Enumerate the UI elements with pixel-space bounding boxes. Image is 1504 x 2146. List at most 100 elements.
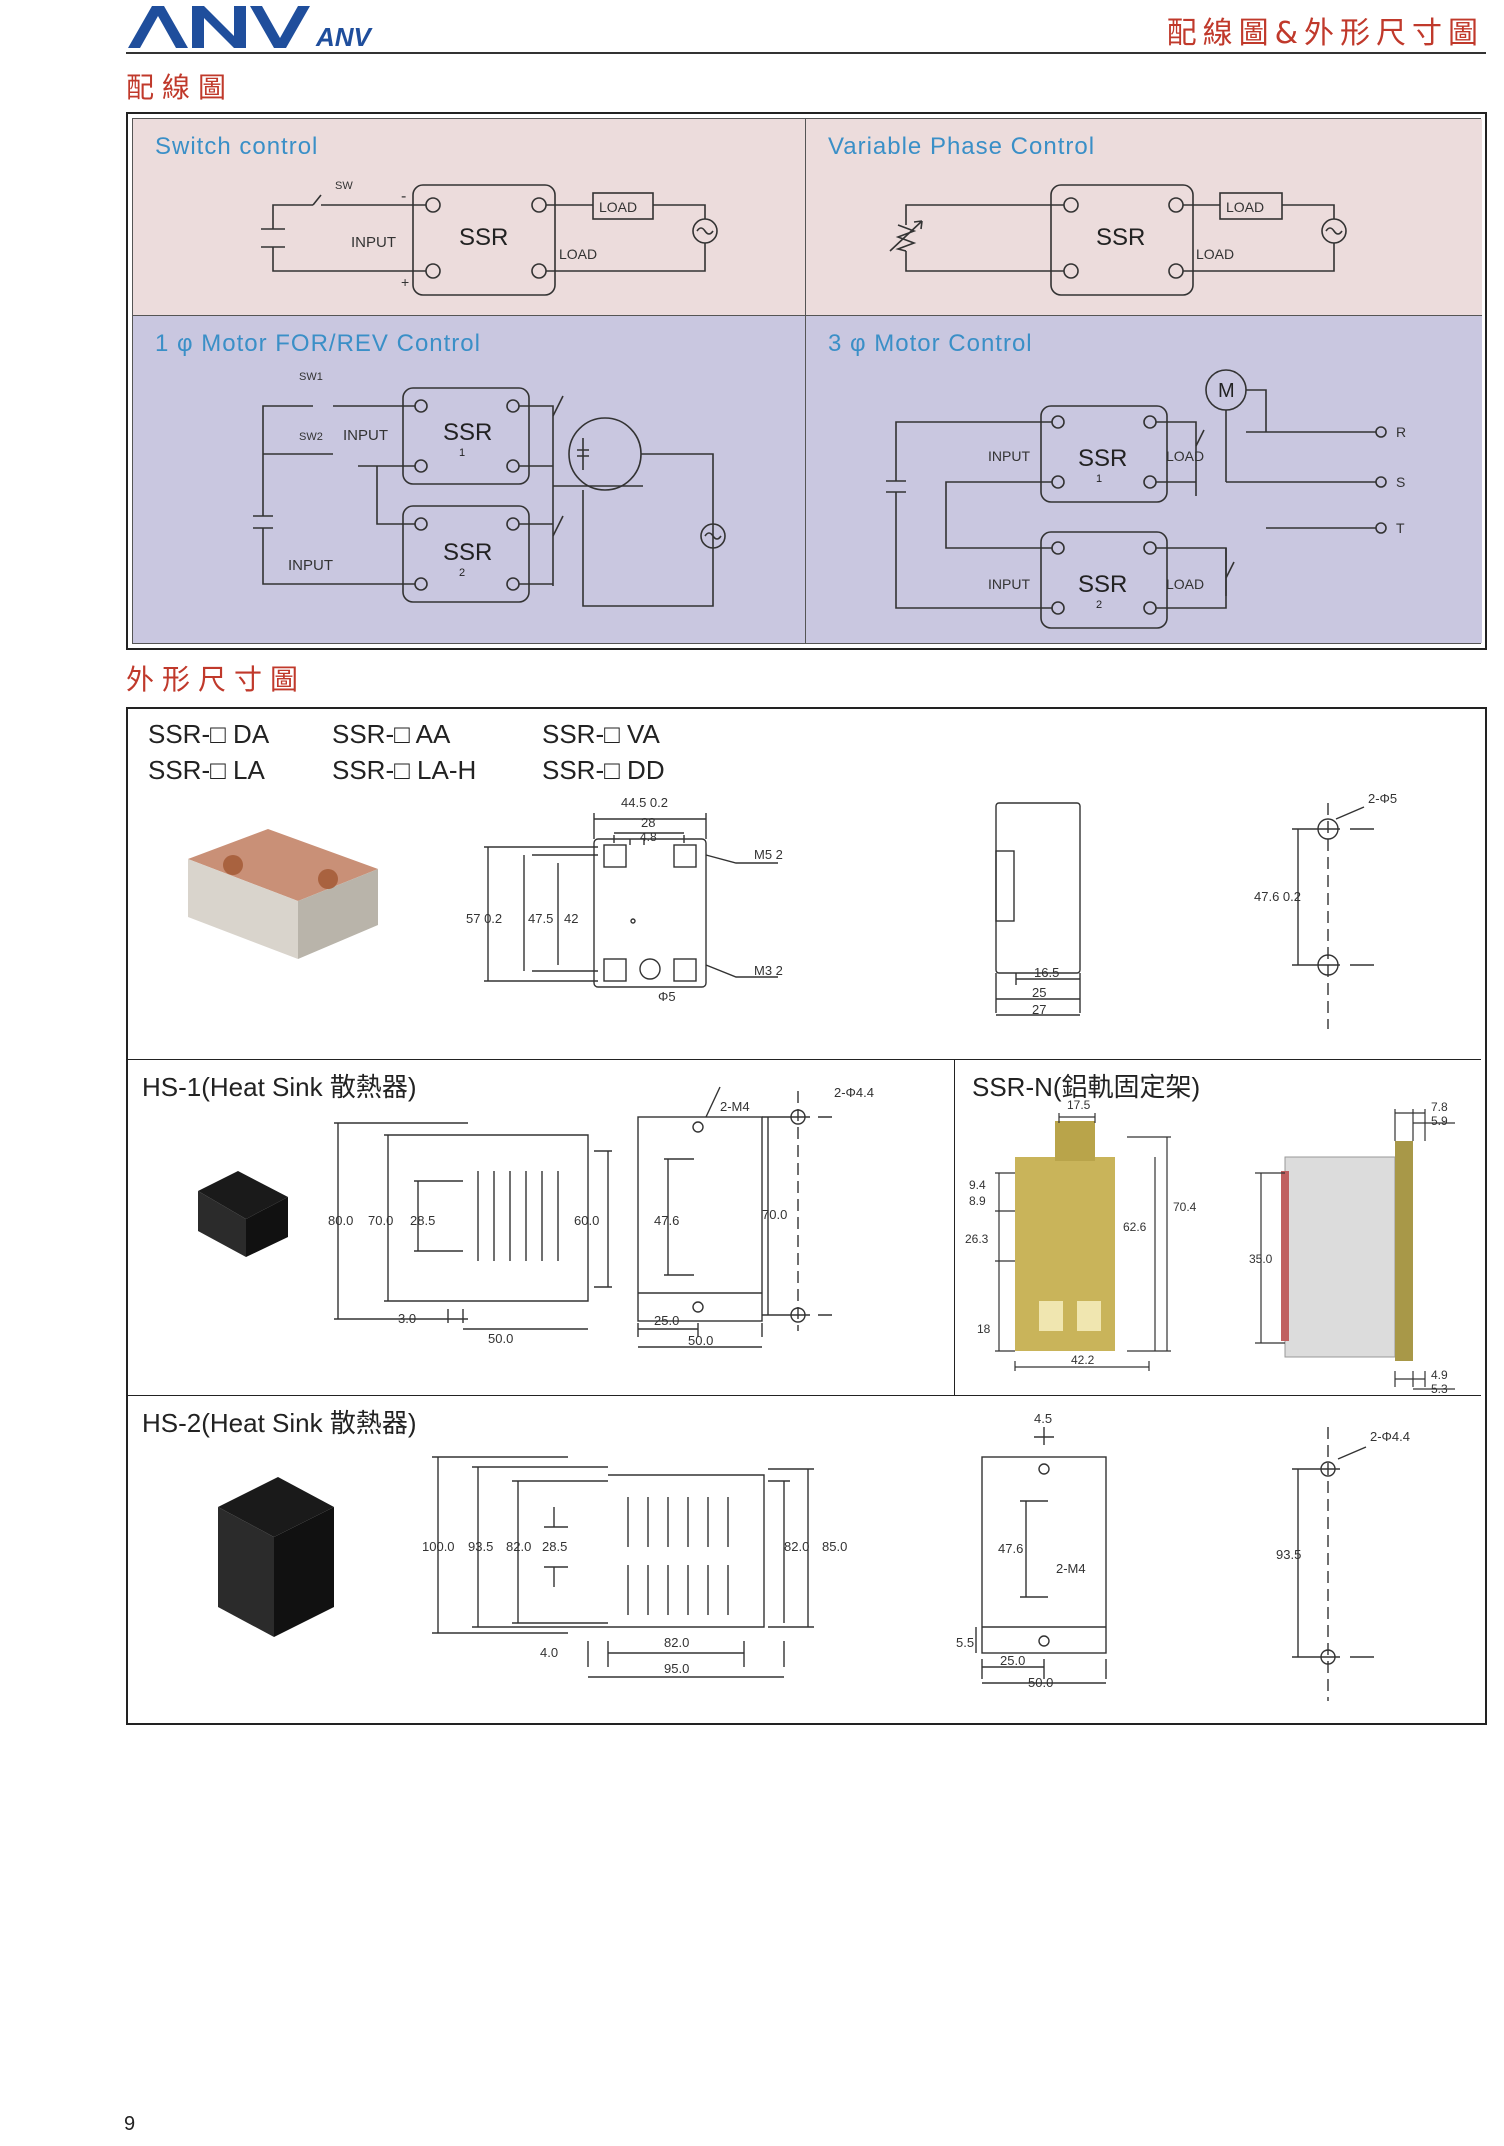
motor-label: M <box>1218 380 1235 402</box>
hs2-dim-82b: 82.0 <box>784 1539 809 1554</box>
divider-hs1-hs2 <box>128 1395 1481 1396</box>
ssrn-dim-263: 26.3 <box>965 1232 989 1246</box>
hs2-dim-45: 4.5 <box>1034 1411 1052 1426</box>
ssr1-number: 1 <box>459 447 465 459</box>
ssrn-title: SSR-N(鋁軌固定架) <box>972 1072 1201 1102</box>
divider-hs1-ssrn <box>954 1059 955 1395</box>
load-label-3p1: LOAD <box>1166 448 1204 464</box>
dim-h-475: 47.5 <box>528 911 553 926</box>
hs1-drawings: 80.0 70.0 28.5 60.0 3.0 50.0 47.6 2-M4 2… <box>198 1085 874 1348</box>
hs1-dim-3: 3.0 <box>398 1311 416 1326</box>
input-label-3p2: INPUT <box>988 576 1030 592</box>
wiring-diagrams-frame: Switch control SW INPUT - + <box>126 112 1487 650</box>
ssr-dimension-drawings: 44.5 0.2 28 4.8 57 0.2 47.5 42 M5 2 M3 2… <box>188 791 1397 1029</box>
hs1-dim-476: 47.6 <box>654 1213 679 1228</box>
phase-s-label: S <box>1396 474 1405 490</box>
sw-label: SW <box>335 180 353 192</box>
ssr-label: SSR <box>459 224 508 251</box>
dim-hole-label: 2-Φ5 <box>1368 791 1397 806</box>
model-ssr-la: SSR-□ LA <box>148 755 265 785</box>
ssrn-dim-18: 18 <box>977 1322 991 1336</box>
motor-forrev-panel: 1 φ Motor FOR/REV Control <box>133 316 806 643</box>
dim-h-57: 57 0.2 <box>466 911 502 926</box>
plus-label: + <box>401 274 409 290</box>
phase-r-label: R <box>1396 424 1406 440</box>
sw2-label: SW2 <box>299 431 323 443</box>
variable-phase-diagram: SSR LOAD LOAD <box>889 184 1347 296</box>
hs1-title: HS-1(Heat Sink 散熱器) <box>142 1072 417 1102</box>
load-label-3p2: LOAD <box>1166 576 1204 592</box>
divider-ssr-hs1 <box>128 1059 1481 1060</box>
hs2-dim-50: 50.0 <box>1028 1675 1053 1690</box>
hs2-dim-55: 5.5 <box>956 1635 974 1650</box>
ssrn-dim-49: 4.9 <box>1431 1368 1448 1382</box>
ssrn-dim-94: 9.4 <box>969 1178 986 1192</box>
ssrn-dim-59: 5.9 <box>1431 1114 1448 1128</box>
ssrn-dim-89: 8.9 <box>969 1194 986 1208</box>
hs2-dim-100: 100.0 <box>422 1539 455 1554</box>
model-ssr-da: SSR-□ DA <box>148 719 270 749</box>
hs2-dim-4: 4.0 <box>540 1645 558 1660</box>
ssrn-dim-704: 70.4 <box>1173 1200 1197 1214</box>
hs2-dim-82: 82.0 <box>506 1539 531 1554</box>
sw1-label: SW1 <box>299 371 323 383</box>
ssr1-label: SSR <box>443 419 492 446</box>
ssrn-side-photo <box>1281 1141 1413 1361</box>
ssr-label-vp: SSR <box>1096 224 1145 251</box>
ssrn-dim-422: 42.2 <box>1071 1353 1095 1367</box>
dim-m5: M5 2 <box>754 847 783 862</box>
ssr-3p2: SSR <box>1078 571 1127 598</box>
load-label-2: LOAD <box>559 246 597 262</box>
header-divider <box>126 52 1486 54</box>
hs1-dim-70b: 70.0 <box>762 1207 787 1222</box>
ssr2-label: SSR <box>443 539 492 566</box>
input-label-3p1: INPUT <box>988 448 1030 464</box>
phase-t-label: T <box>1396 520 1405 536</box>
ssrn-dim-35: 35.0 <box>1249 1252 1273 1266</box>
variable-phase-panel: Variable Phase Control SSR LOAD LOAD <box>806 119 1482 316</box>
hs1-dim-50b: 50.0 <box>688 1333 713 1348</box>
hs2-dim-285: 28.5 <box>542 1539 567 1554</box>
outline-dimensions-frame: SSR-□ DA SSR-□ AA SSR-□ VA SSR-□ LA SSR-… <box>126 707 1487 1725</box>
switch-control-title: Switch control <box>155 133 319 160</box>
hs1-dim-80: 80.0 <box>328 1213 353 1228</box>
motor-forrev-title: 1 φ Motor FOR/REV Control <box>155 330 481 357</box>
dim-side-165: 16.5 <box>1034 965 1059 980</box>
load-label: LOAD <box>599 199 637 215</box>
model-ssr-la-h: SSR-□ LA-H <box>332 755 477 785</box>
ssrn-dim-626: 62.6 <box>1123 1220 1147 1234</box>
dim-w-28: 28 <box>641 815 655 830</box>
input-label: INPUT <box>351 234 396 251</box>
motor-3phase-diagram: M R S T INPUT INPUT LOAD LOAD SSR 1 SSR … <box>886 369 1406 629</box>
switch-control-panel: Switch control SW INPUT - + <box>133 119 806 316</box>
motor-3phase-title: 3 φ Motor Control <box>828 330 1033 357</box>
minus-label: - <box>401 188 406 205</box>
input-label-m1: INPUT <box>343 427 388 444</box>
ssrn-bracket-photo <box>1015 1121 1115 1351</box>
hs1-dim-60: 60.0 <box>574 1213 599 1228</box>
hs1-product-photo <box>198 1171 288 1257</box>
hs2-dim-935b: 93.5 <box>1276 1547 1301 1562</box>
hs2-dim-hole: 2-Φ4.4 <box>1370 1429 1410 1444</box>
hs2-dim-25: 25.0 <box>1000 1653 1025 1668</box>
load-label-vp-2: LOAD <box>1196 246 1234 262</box>
hs2-dim-935: 93.5 <box>468 1539 493 1554</box>
dim-hole-pitch: 47.6 0.2 <box>1254 889 1301 904</box>
ssrn-dim-78: 7.8 <box>1431 1100 1448 1114</box>
ssr2-number: 2 <box>459 567 465 579</box>
switch-control-diagram: SW INPUT - + SSR LOAD LOAD <box>261 180 718 296</box>
hs2-dim-95: 95.0 <box>664 1661 689 1676</box>
hs1-dim-hole: 2-Φ4.4 <box>834 1085 874 1100</box>
dim-side-25: 25 <box>1032 985 1046 1000</box>
load-label-vp: LOAD <box>1226 199 1264 215</box>
hs1-dim-50: 50.0 <box>488 1331 513 1346</box>
model-ssr-va: SSR-□ VA <box>542 719 660 749</box>
ssr-3p1-num: 1 <box>1096 473 1102 485</box>
dim-h-42: 42 <box>564 911 578 926</box>
hs1-dim-70: 70.0 <box>368 1213 393 1228</box>
model-ssr-dd: SSR-□ DD <box>542 755 665 785</box>
motor-3phase-panel: 3 φ Motor Control <box>806 316 1482 643</box>
input-label-m2: INPUT <box>288 557 333 574</box>
ssr-3p2-num: 2 <box>1096 599 1102 611</box>
hs2-drawings: 100.0 93.5 82.0 28.5 82.0 85.0 4.0 82.0 … <box>218 1411 1410 1701</box>
